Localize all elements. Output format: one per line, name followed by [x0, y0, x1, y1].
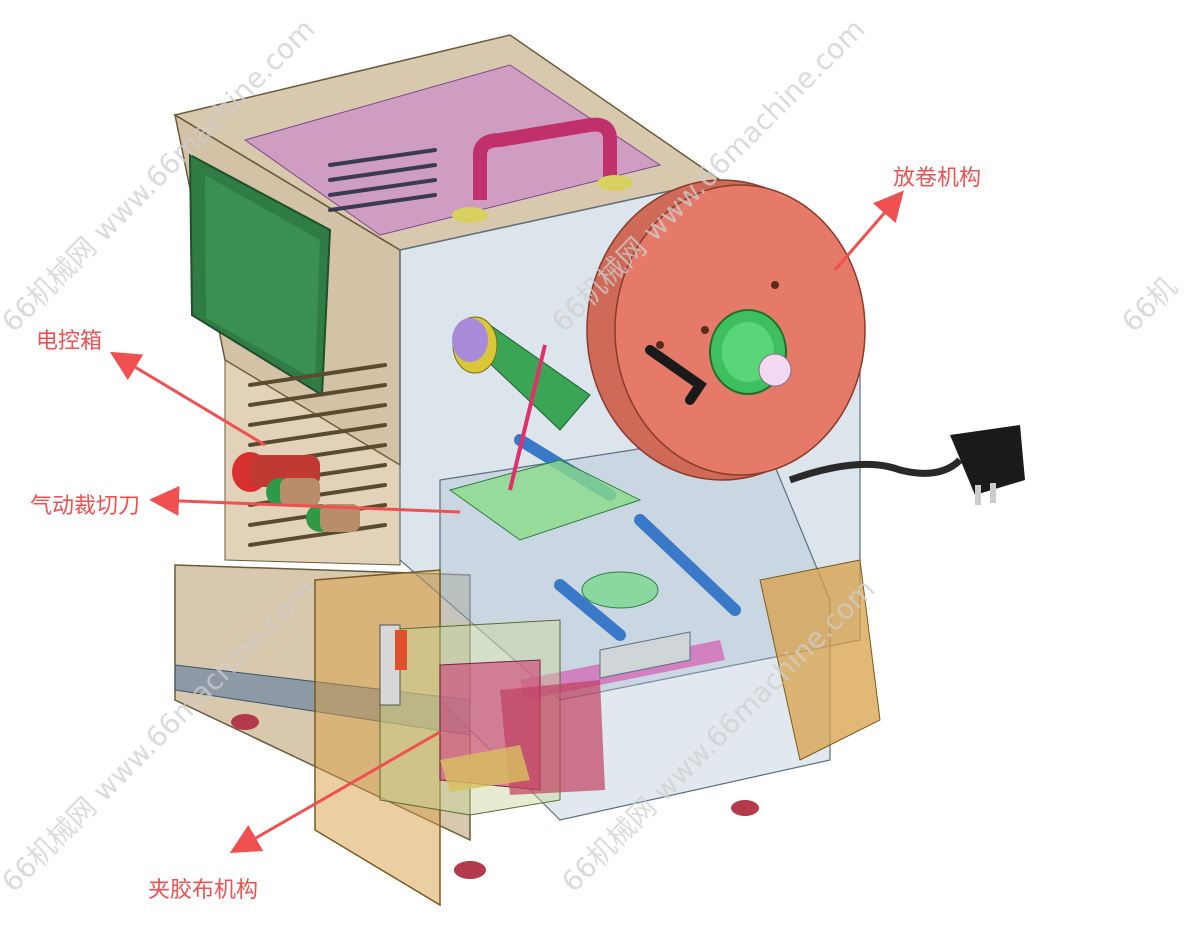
label-unwind: 放卷机构	[893, 166, 982, 191]
control-box	[173, 34, 722, 566]
arrow-clamp	[229, 730, 441, 853]
arrow-unwind	[833, 190, 904, 271]
label-cutter: 气动裁切刀	[30, 494, 141, 519]
arrow-cutter	[149, 485, 461, 516]
label-clamp: 夹胶布机构	[148, 878, 259, 903]
unwind-reel	[586, 179, 866, 481]
callout-arrows	[109, 190, 904, 853]
power-cord	[788, 425, 1025, 505]
clamp-assembly	[314, 569, 605, 907]
arrow-control-box	[109, 351, 266, 447]
label-control-box: 电控箱	[36, 329, 103, 354]
